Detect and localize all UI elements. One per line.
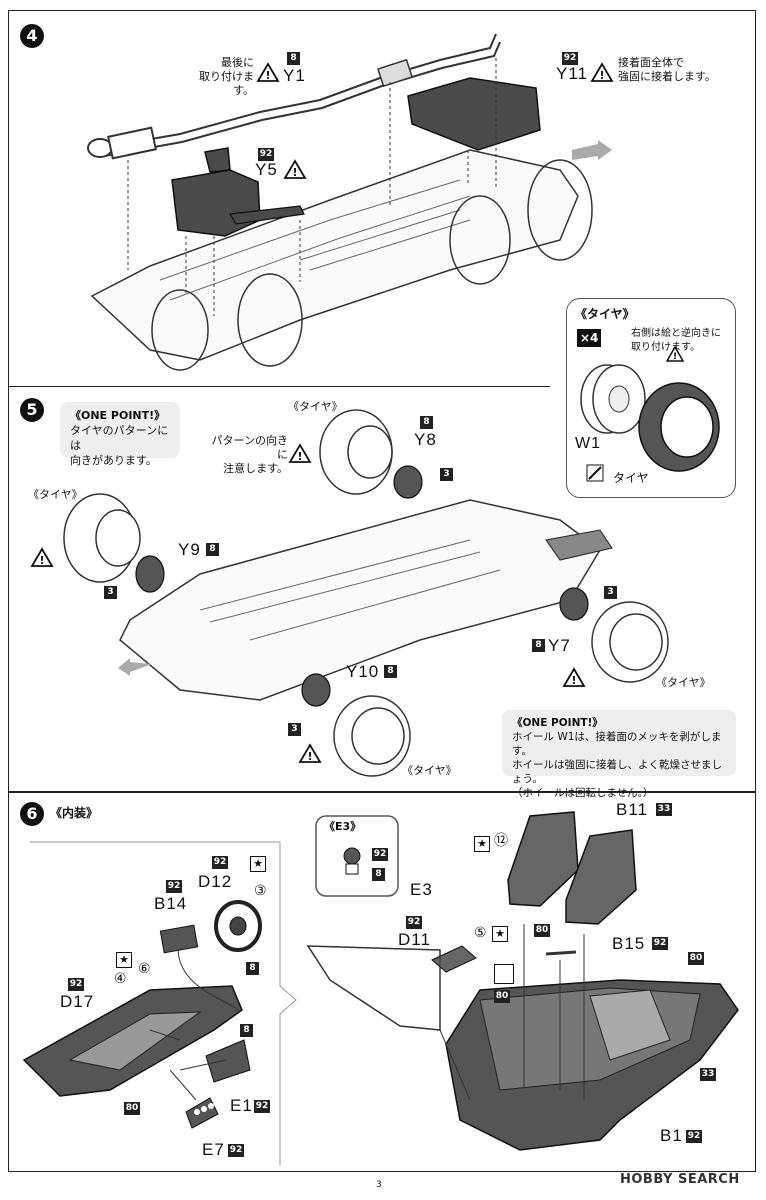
- part-label-y9: Y9: [178, 540, 201, 559]
- box3-y7: 3: [604, 586, 617, 599]
- box-92-b14: 92: [166, 880, 182, 893]
- onepoint-wheel: 《ONE POINT!》 ホイール W1は、接着面のメッキを剥がします。 ホイー…: [502, 710, 736, 799]
- wheel-tire-illustration: !: [580, 345, 720, 482]
- page-number: 3: [376, 1180, 382, 1190]
- paint-box-y10: 8: [384, 665, 397, 678]
- tire-inset-note: 右側は絵と逆向きに 取り付けます。: [631, 328, 721, 353]
- step4-number: 4: [20, 24, 44, 48]
- box-33-tub: 33: [700, 1068, 716, 1081]
- tire-label-top: 《タイヤ》: [288, 400, 343, 413]
- tire-label-right: 《タイヤ》: [656, 676, 711, 689]
- part-label-y5: Y5: [255, 160, 278, 179]
- note-y1: 最後に 取り付けます。: [199, 56, 254, 97]
- step5-frame: [8, 388, 756, 792]
- step6-title: 《内装》: [50, 806, 99, 820]
- star-icon-d17: ★: [116, 952, 132, 968]
- e3-box-8: 8: [372, 868, 385, 881]
- paint-box-y8: 8: [420, 416, 433, 429]
- box-33-b11: 33: [656, 803, 672, 816]
- box-92-e7: 92: [228, 1144, 244, 1157]
- box-92-b1: 92: [686, 1130, 702, 1143]
- box-92-e1: 92: [254, 1100, 270, 1113]
- step6-number: 6: [20, 802, 44, 826]
- circ-6: ⑥: [138, 961, 151, 977]
- part-label-y7: Y7: [548, 636, 571, 655]
- box-92-d11: 92: [406, 916, 422, 929]
- box-92-b15: 92: [652, 937, 668, 950]
- onepoint-wheel-title: 《ONE POINT!》: [512, 717, 603, 729]
- tire-label-bottom: 《タイヤ》: [402, 764, 457, 777]
- box-8-e1: 8: [240, 1024, 253, 1037]
- box-80-d17: 80: [124, 1102, 140, 1115]
- tire-inset-title: 《タイヤ》: [575, 307, 635, 321]
- part-label-b14: B14: [154, 894, 188, 913]
- box3-y9: 3: [104, 586, 117, 599]
- circ-12: ⑫: [494, 833, 508, 849]
- svg-text:!: !: [673, 352, 677, 362]
- paint-box-y5: 92: [258, 148, 274, 161]
- star-icon-b11: ★: [474, 836, 490, 852]
- box-92-d12: 92: [212, 856, 228, 869]
- star-icon-d12: ★: [250, 856, 266, 872]
- paint-box-y1: 8: [287, 52, 300, 65]
- part-label-b1: B1: [660, 1126, 683, 1145]
- count-badge: ×4: [577, 329, 602, 347]
- e3-title: 《E3》: [324, 820, 362, 833]
- onepoint-body: タイヤのパターンには 向きがあります。: [70, 424, 169, 467]
- onepoint-title: 《ONE POINT!》: [70, 409, 166, 422]
- part-label-d12: D12: [198, 872, 233, 891]
- part-label-b11: B11: [616, 800, 648, 819]
- part-label-b15: B15: [612, 934, 646, 953]
- part-label-y10: Y10: [346, 662, 380, 681]
- part-label-e7: E7: [202, 1140, 225, 1159]
- box-80-tub-right: 80: [688, 952, 704, 965]
- paint-box-y7: 8: [532, 639, 545, 652]
- note-y11: 接着面全体で 強固に接着します。: [618, 56, 716, 83]
- pattern-note: パターンの向きに 注意します。: [211, 434, 288, 475]
- tire-label-left: 《タイヤ》: [28, 488, 83, 501]
- watermark: HOBBY SEARCH: [620, 1172, 740, 1187]
- box-80-tub: 80: [494, 990, 510, 1003]
- onepoint-tire-pattern: 《ONE POINT!》 タイヤのパターンには 向きがあります。: [60, 402, 180, 467]
- box-92-d17: 92: [68, 978, 84, 991]
- part-label-e3: E3: [410, 880, 433, 899]
- paint-mix-icon: [494, 964, 514, 984]
- paint-box-y9: 8: [206, 543, 219, 556]
- box-80-seat: 80: [534, 924, 550, 937]
- box3-y8: 3: [440, 468, 453, 481]
- box3-y10: 3: [288, 723, 301, 736]
- part-label-y1: Y1: [283, 66, 306, 85]
- part-label-w1: W1: [575, 435, 601, 452]
- box-8-d12: 8: [246, 962, 259, 975]
- step4-bottom-rule: [8, 386, 550, 387]
- tire-inset: 《タイヤ》 ×4 右側は絵と逆向きに 取り付けます。 ! W1 タイヤ: [566, 298, 736, 498]
- tire-part-label: タイヤ: [613, 471, 649, 485]
- step6-frame: [8, 792, 756, 1172]
- step5-number: 5: [20, 398, 44, 422]
- circ-3: ③: [254, 883, 267, 899]
- onepoint-wheel-body: ホイール W1は、接着面のメッキを剥がします。 ホイールは強固に接着し、よく乾燥…: [512, 731, 722, 799]
- part-label-y11: Y11: [556, 64, 588, 83]
- step4-frame: [8, 10, 756, 388]
- star-icon-d11: ★: [492, 926, 508, 942]
- part-label-d17: D17: [60, 992, 95, 1011]
- part-label-d11: D11: [398, 930, 431, 949]
- part-label-e1: E1: [230, 1096, 253, 1115]
- e3-box-92: 92: [372, 848, 388, 861]
- circ-5: ⑤: [474, 925, 487, 941]
- part-label-y8: Y8: [414, 430, 437, 449]
- circ-4: ④: [114, 971, 127, 987]
- paint-box-y11: 92: [562, 52, 578, 65]
